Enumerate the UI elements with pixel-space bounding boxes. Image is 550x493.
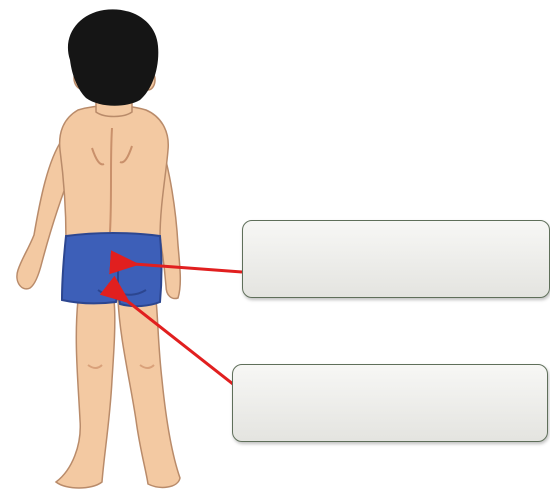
torso — [60, 106, 169, 241]
right-leg — [118, 300, 180, 487]
label-box-lower[interactable] — [232, 364, 548, 442]
hair — [68, 9, 158, 105]
label-box-upper[interactable] — [242, 220, 550, 298]
child-figure — [17, 9, 180, 488]
left-leg — [56, 300, 115, 488]
